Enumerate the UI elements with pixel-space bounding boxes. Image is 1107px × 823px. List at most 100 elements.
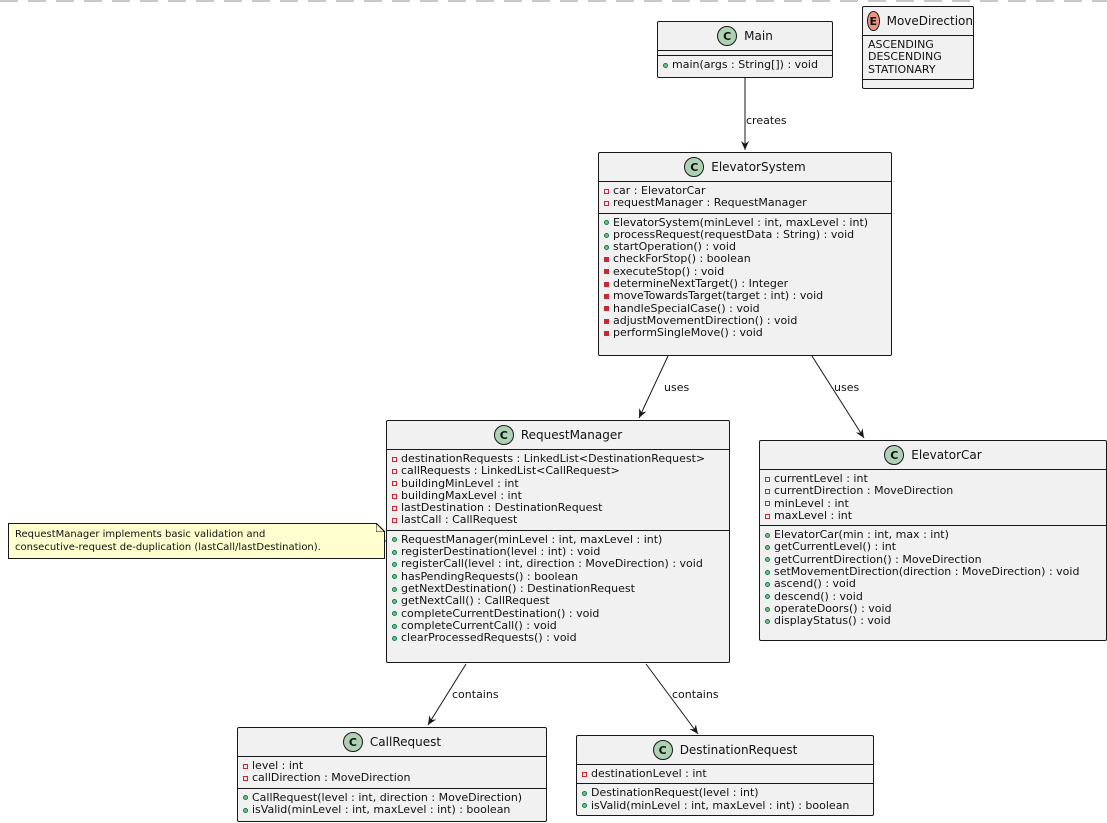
class-method: clearProcessedRequests() : void [392, 631, 724, 644]
member-text: operateDoors() : void [774, 601, 892, 615]
class-methods: ElevatorCar(min : int, max : int)getCurr… [760, 526, 1106, 630]
public-visibility-icon [604, 232, 609, 238]
class-stereotype-icon: C [717, 26, 738, 46]
private-visibility-icon [243, 775, 248, 781]
enum-movedirection[interactable]: E MoveDirection ASCENDING DESCENDING STA… [862, 6, 974, 89]
class-header: C ElevatorCar [760, 441, 1106, 470]
class-method: checkForStop() : boolean [604, 253, 886, 265]
class-field: maxLevel : int [765, 508, 1101, 522]
public-visibility-icon [604, 244, 609, 250]
class-field: destinationLevel : int [582, 767, 868, 780]
public-visibility-icon [582, 803, 587, 809]
member-text: processRequest(requestData : String) : v… [613, 227, 855, 241]
edge-label-uses-requestmanager: uses [664, 381, 690, 394]
edge-label-creates: creates [746, 114, 787, 127]
class-main[interactable]: C Main main(args : String[]) : void [657, 21, 833, 78]
edge-label-contains-callrequest: contains [452, 688, 499, 701]
class-method: completeCurrentCall() : void [392, 618, 724, 632]
class-name: DestinationRequest [679, 743, 798, 757]
member-text: destinationRequests : LinkedList<Destina… [401, 452, 706, 465]
member-text: getNextCall() : CallRequest [401, 594, 550, 608]
class-name: CallRequest [369, 735, 442, 749]
member-text: buildingMinLevel : int [401, 476, 519, 490]
enum-stereotype-icon: E [867, 11, 880, 31]
class-field: currentLevel : int [765, 472, 1101, 485]
enum-values: ASCENDING DESCENDING STATIONARY [863, 36, 973, 80]
member-text: maxLevel : int [774, 508, 853, 522]
public-visibility-icon [765, 618, 770, 624]
class-header: C DestinationRequest [577, 736, 873, 765]
private-visibility-icon [765, 513, 770, 519]
public-visibility-icon [663, 62, 668, 68]
class-method: hasPendingRequests() : boolean [392, 570, 724, 583]
class-stereotype-icon: C [684, 157, 705, 177]
edge-label-contains-destinationrequest: contains [672, 688, 719, 701]
class-method: startOperation() : void [604, 240, 886, 254]
member-text: requestManager : RequestManager [613, 196, 807, 210]
public-visibility-icon [243, 807, 248, 813]
class-method: determineNextTarget() : Integer [604, 277, 886, 290]
class-method: getNextDestination() : DestinationReques… [392, 581, 724, 595]
member-text: isValid(minLevel : int, maxLevel : int) … [252, 802, 511, 816]
class-method: performSingleMove() : void [604, 326, 886, 339]
class-header: C Main [658, 22, 832, 51]
member-text: lastDestination : DestinationRequest [401, 501, 603, 515]
public-visibility-icon [392, 586, 397, 592]
class-requestmanager[interactable]: C RequestManager destinationRequests : L… [386, 420, 730, 663]
member-text: buildingMaxLevel : int [401, 488, 522, 502]
class-field: buildingMaxLevel : int [392, 488, 724, 502]
class-field: level : int [243, 759, 541, 772]
enum-value: DESCENDING [868, 50, 942, 64]
public-visibility-icon [604, 220, 609, 226]
class-field: destinationRequests : LinkedList<Destina… [392, 452, 724, 465]
class-destinationrequest[interactable]: C DestinationRequest destinationLevel : … [576, 735, 874, 816]
private-visibility-icon [604, 200, 609, 206]
private-visibility-icon [582, 771, 587, 777]
note-requestmanager: RequestManager implements basic validati… [8, 523, 385, 559]
note-line: consecutive-request de-duplication (last… [15, 542, 321, 553]
class-header: C ElevatorSystem [599, 153, 891, 182]
member-text: moveTowardsTarget(target : int) : void [613, 289, 824, 303]
class-field: requestManager : RequestManager [604, 196, 886, 210]
member-text: setMovementDirection(direction : MoveDir… [774, 565, 1080, 579]
class-method: isValid(minLevel : int, maxLevel : int) … [243, 802, 541, 816]
member-text: handleSpecialCase() : void [613, 301, 760, 315]
class-method: DestinationRequest(level : int) [582, 786, 868, 799]
member-text: currentLevel : int [774, 472, 868, 485]
class-method: operateDoors() : void [765, 601, 1101, 615]
class-methods: DestinationRequest(level : int)isValid(m… [577, 784, 873, 815]
class-name: ElevatorSystem [711, 160, 806, 174]
private-visibility-icon [765, 488, 770, 494]
member-text: ElevatorCar(min : int, max : int) [774, 528, 949, 542]
class-method: ascend() : void [765, 578, 1101, 590]
member-text: CallRequest(level : int, direction : Mov… [252, 790, 523, 804]
member-text: completeCurrentCall() : void [401, 618, 557, 632]
class-method: completeCurrentDestination() : void [392, 607, 724, 620]
class-method: getCurrentLevel() : int [765, 541, 1101, 553]
note-line: RequestManager implements basic validati… [15, 529, 266, 540]
member-text: car : ElevatorCar [613, 184, 706, 197]
private-visibility-icon [392, 505, 397, 511]
class-field: buildingMinLevel : int [392, 476, 724, 490]
member-text: currentDirection : MoveDirection [774, 484, 954, 498]
member-text: ascend() : void [774, 577, 856, 591]
public-visibility-icon [765, 606, 770, 612]
public-visibility-icon [392, 549, 397, 555]
public-visibility-icon [392, 611, 397, 617]
member-text: startOperation() : void [613, 240, 736, 254]
class-header: C CallRequest [238, 728, 546, 757]
private-visibility-icon [765, 501, 770, 507]
class-method: getCurrentDirection() : MoveDirection [765, 553, 1101, 566]
member-text: ElevatorSystem(minLevel : int, maxLevel … [613, 215, 869, 229]
member-text: registerDestination(level : int) : void [401, 545, 601, 559]
public-visibility-icon [765, 545, 770, 551]
private-visibility-icon [604, 306, 609, 312]
class-method: handleSpecialCase() : void [604, 301, 886, 315]
class-method: setMovementDirection(direction : MoveDir… [765, 565, 1101, 579]
member-text: getNextDestination() : DestinationReques… [401, 581, 635, 595]
